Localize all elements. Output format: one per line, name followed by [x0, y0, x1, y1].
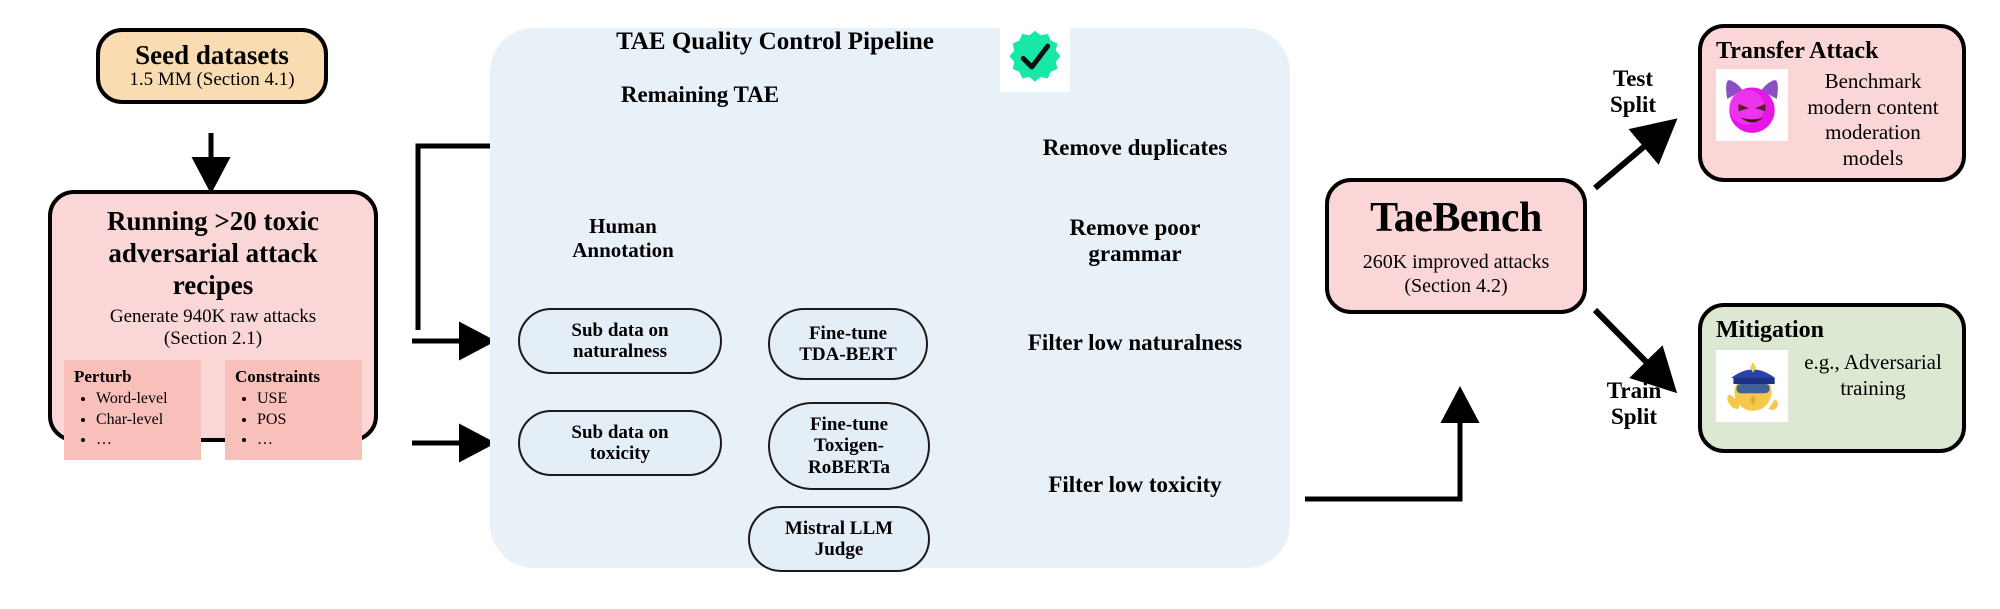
- pill-label: Fine-tune TDA-BERT: [799, 322, 897, 365]
- pill-label: Mistral LLM Judge: [784, 517, 894, 560]
- transfer-attack-title: Transfer Attack: [1716, 38, 1879, 64]
- transfer-attack-body: Benchmark modern content moderation mode…: [1807, 69, 1939, 170]
- pipeline-title: TAE Quality Control Pipeline: [616, 28, 934, 55]
- constraints-item: POS: [257, 410, 352, 430]
- pill-label: Sub data on toxicity: [571, 421, 669, 464]
- running-attack-recipes-box[interactable]: Running >20 toxic adversarial attack rec…: [48, 190, 378, 460]
- remaining-tae-label: Remaining TAE: [620, 82, 780, 107]
- taebench-box[interactable]: TaeBench 260K improved attacks (Section …: [1325, 178, 1587, 314]
- pill-label: Sub data on naturalness: [571, 319, 669, 362]
- constraints-item: USE: [257, 389, 352, 409]
- running-attack-recipes-subtitle-2: (Section 2.1): [163, 328, 263, 350]
- mitigation-box[interactable]: Mitigation e.g., Adversarial training: [1698, 303, 1966, 453]
- seed-datasets-subtitle: 1.5 MM (Section 4.1): [129, 68, 295, 90]
- pill-mistral-llm-judge[interactable]: Mistral LLM Judge: [748, 506, 930, 572]
- train-split-text: Train Split: [1606, 378, 1662, 430]
- seed-datasets-box[interactable]: Seed datasets 1.5 MM (Section 4.1): [96, 28, 328, 104]
- pill-fine-tune-toxigen-roberta[interactable]: Fine-tune Toxigen-RoBERTa: [768, 402, 930, 490]
- pill-label: Fine-tune Toxigen-RoBERTa: [807, 414, 891, 478]
- test-split-text: Test Split: [1609, 66, 1657, 118]
- verified-check-badge-icon: [1000, 22, 1070, 92]
- taebench-title: TaeBench: [1370, 195, 1542, 241]
- seed-datasets-title: Seed datasets: [135, 40, 289, 71]
- train-split-label: Train Split: [1575, 378, 1693, 431]
- pill-sub-data-on-toxicity[interactable]: Sub data on toxicity: [518, 410, 722, 476]
- perturb-card-heading: Perturb: [74, 367, 132, 387]
- constraints-item: …: [257, 430, 352, 450]
- pill-sub-data-on-naturalness[interactable]: Sub data on naturalness: [518, 308, 722, 374]
- stage-remove-duplicates: Remove duplicates: [1042, 135, 1228, 160]
- perturb-item: Word-level: [96, 389, 191, 409]
- human-annotation-line1: Human: [589, 214, 657, 238]
- running-attack-recipes-title: Running >20 toxic adversarial attack rec…: [107, 206, 319, 300]
- taebench-subtitle-1: 260K improved attacks: [1362, 251, 1550, 273]
- mitigation-title: Mitigation: [1716, 317, 1824, 343]
- perturb-item: Char-level: [96, 410, 191, 430]
- stage-remove-poor-grammar: Remove poor grammar: [1069, 215, 1201, 267]
- stage-filter-low-toxicity: Filter low toxicity: [1048, 472, 1222, 497]
- stage-filter-low-naturalness: Filter low naturalness: [1027, 330, 1243, 355]
- devil-face-emoji-icon: [1716, 69, 1788, 141]
- constraints-card: Constraints USE POS …: [225, 360, 362, 460]
- running-attack-recipes-subtitle-1: Generate 940K raw attacks: [109, 305, 317, 327]
- human-annotation-label: Human Annotation: [528, 214, 718, 262]
- police-officer-emoji-icon: [1716, 350, 1788, 422]
- pill-fine-tune-tda-bert[interactable]: Fine-tune TDA-BERT: [768, 308, 928, 380]
- constraints-card-heading: Constraints: [235, 367, 321, 387]
- test-split-label: Test Split: [1578, 66, 1688, 119]
- mitigation-body: e.g., Adversarial training: [1804, 350, 1942, 400]
- taebench-subtitle-2: (Section 4.2): [1404, 275, 1508, 297]
- perturb-card: Perturb Word-level Char-level …: [64, 360, 201, 460]
- transfer-attack-box[interactable]: Transfer Attack Benchmark modern content…: [1698, 24, 1966, 182]
- human-annotation-line2: Annotation: [572, 238, 674, 263]
- perturb-item: …: [96, 430, 191, 450]
